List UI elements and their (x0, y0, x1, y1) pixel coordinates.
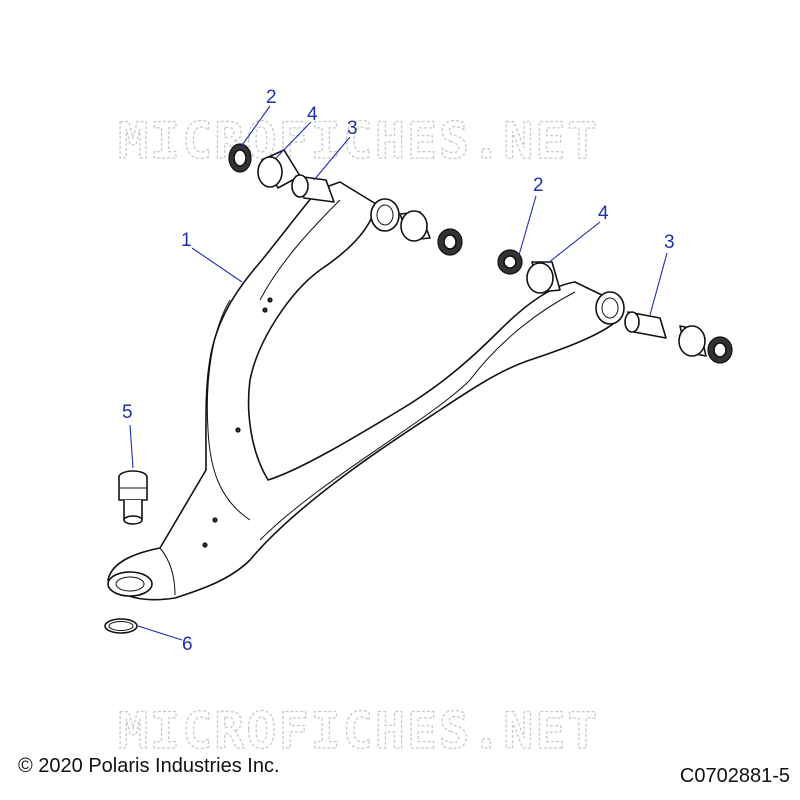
washer-upper-left[interactable] (228, 143, 252, 173)
watermark-bottom: MICROFICHES.NET (118, 702, 600, 760)
callout-5[interactable]: 5 (122, 402, 133, 423)
bushing-lower-left[interactable] (526, 261, 561, 294)
callout-4-lower[interactable]: 4 (598, 203, 609, 224)
callout-2-upper[interactable]: 2 (266, 87, 277, 108)
ball-joint[interactable] (118, 470, 148, 525)
watermark-top: MICROFICHES.NET (118, 112, 600, 170)
callout-3-lower[interactable]: 3 (664, 232, 675, 253)
copyright-text: © 2020 Polaris Industries Inc. (18, 755, 280, 777)
callout-4-upper[interactable]: 4 (307, 104, 318, 125)
callout-6[interactable]: 6 (182, 634, 193, 655)
callout-1[interactable]: 1 (181, 230, 192, 251)
drawing-number: C0702881-5 (679, 765, 790, 787)
bushing-lower-right[interactable] (678, 325, 707, 357)
washer-lower-right[interactable] (707, 336, 733, 364)
washer-upper-right[interactable] (437, 228, 463, 256)
sleeve-upper-left[interactable] (291, 174, 335, 203)
washer-lower-left[interactable] (497, 249, 523, 275)
a-arm[interactable] (107, 181, 625, 601)
retaining-ring[interactable] (104, 618, 138, 634)
callout-2-lower[interactable]: 2 (533, 175, 544, 196)
leader-lines (129, 105, 668, 641)
callout-3-upper[interactable]: 3 (347, 118, 358, 139)
bushing-upper-right[interactable] (399, 210, 431, 242)
sleeve-lower[interactable] (624, 311, 667, 339)
